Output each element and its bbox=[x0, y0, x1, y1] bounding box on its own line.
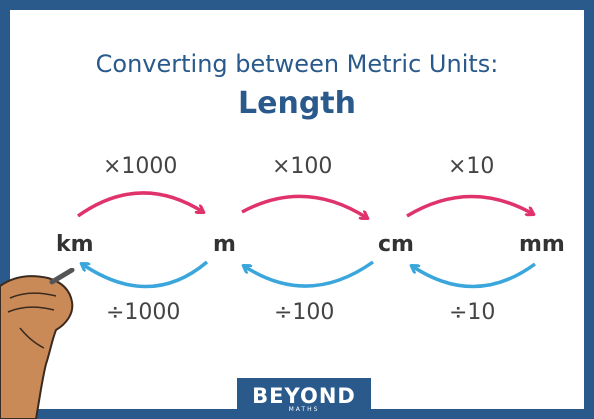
multiply-label-3: ×10 bbox=[448, 154, 495, 179]
multiply-arrow-3 bbox=[406, 194, 533, 218]
multiply-arrow-1 bbox=[76, 191, 203, 218]
divide-label-2: ÷100 bbox=[274, 300, 335, 325]
multiply-arrow-2 bbox=[241, 194, 367, 218]
multiply-label-1: ×1000 bbox=[103, 154, 178, 179]
unit-m: m bbox=[213, 232, 236, 257]
unit-mm: mm bbox=[519, 232, 565, 257]
logo-sub-text: MATHS bbox=[288, 406, 320, 413]
poster-title: Converting between Metric Units: bbox=[95, 50, 499, 78]
multiply-label-2: ×100 bbox=[272, 154, 333, 179]
divide-label-1: ÷1000 bbox=[106, 300, 181, 325]
divide-arrow-2 bbox=[244, 260, 375, 288]
unit-km: km bbox=[56, 232, 94, 257]
divide-arrow-3 bbox=[412, 262, 537, 289]
divide-label-3: ÷10 bbox=[449, 300, 496, 325]
hand-holding-pen-icon bbox=[0, 268, 75, 419]
unit-cm: cm bbox=[378, 232, 414, 257]
beyond-maths-logo: BEYOND MATHS bbox=[237, 378, 371, 419]
logo-main-text: BEYOND bbox=[252, 384, 356, 408]
divide-arrow-1 bbox=[82, 260, 209, 289]
poster-subtitle: Length bbox=[238, 86, 356, 121]
